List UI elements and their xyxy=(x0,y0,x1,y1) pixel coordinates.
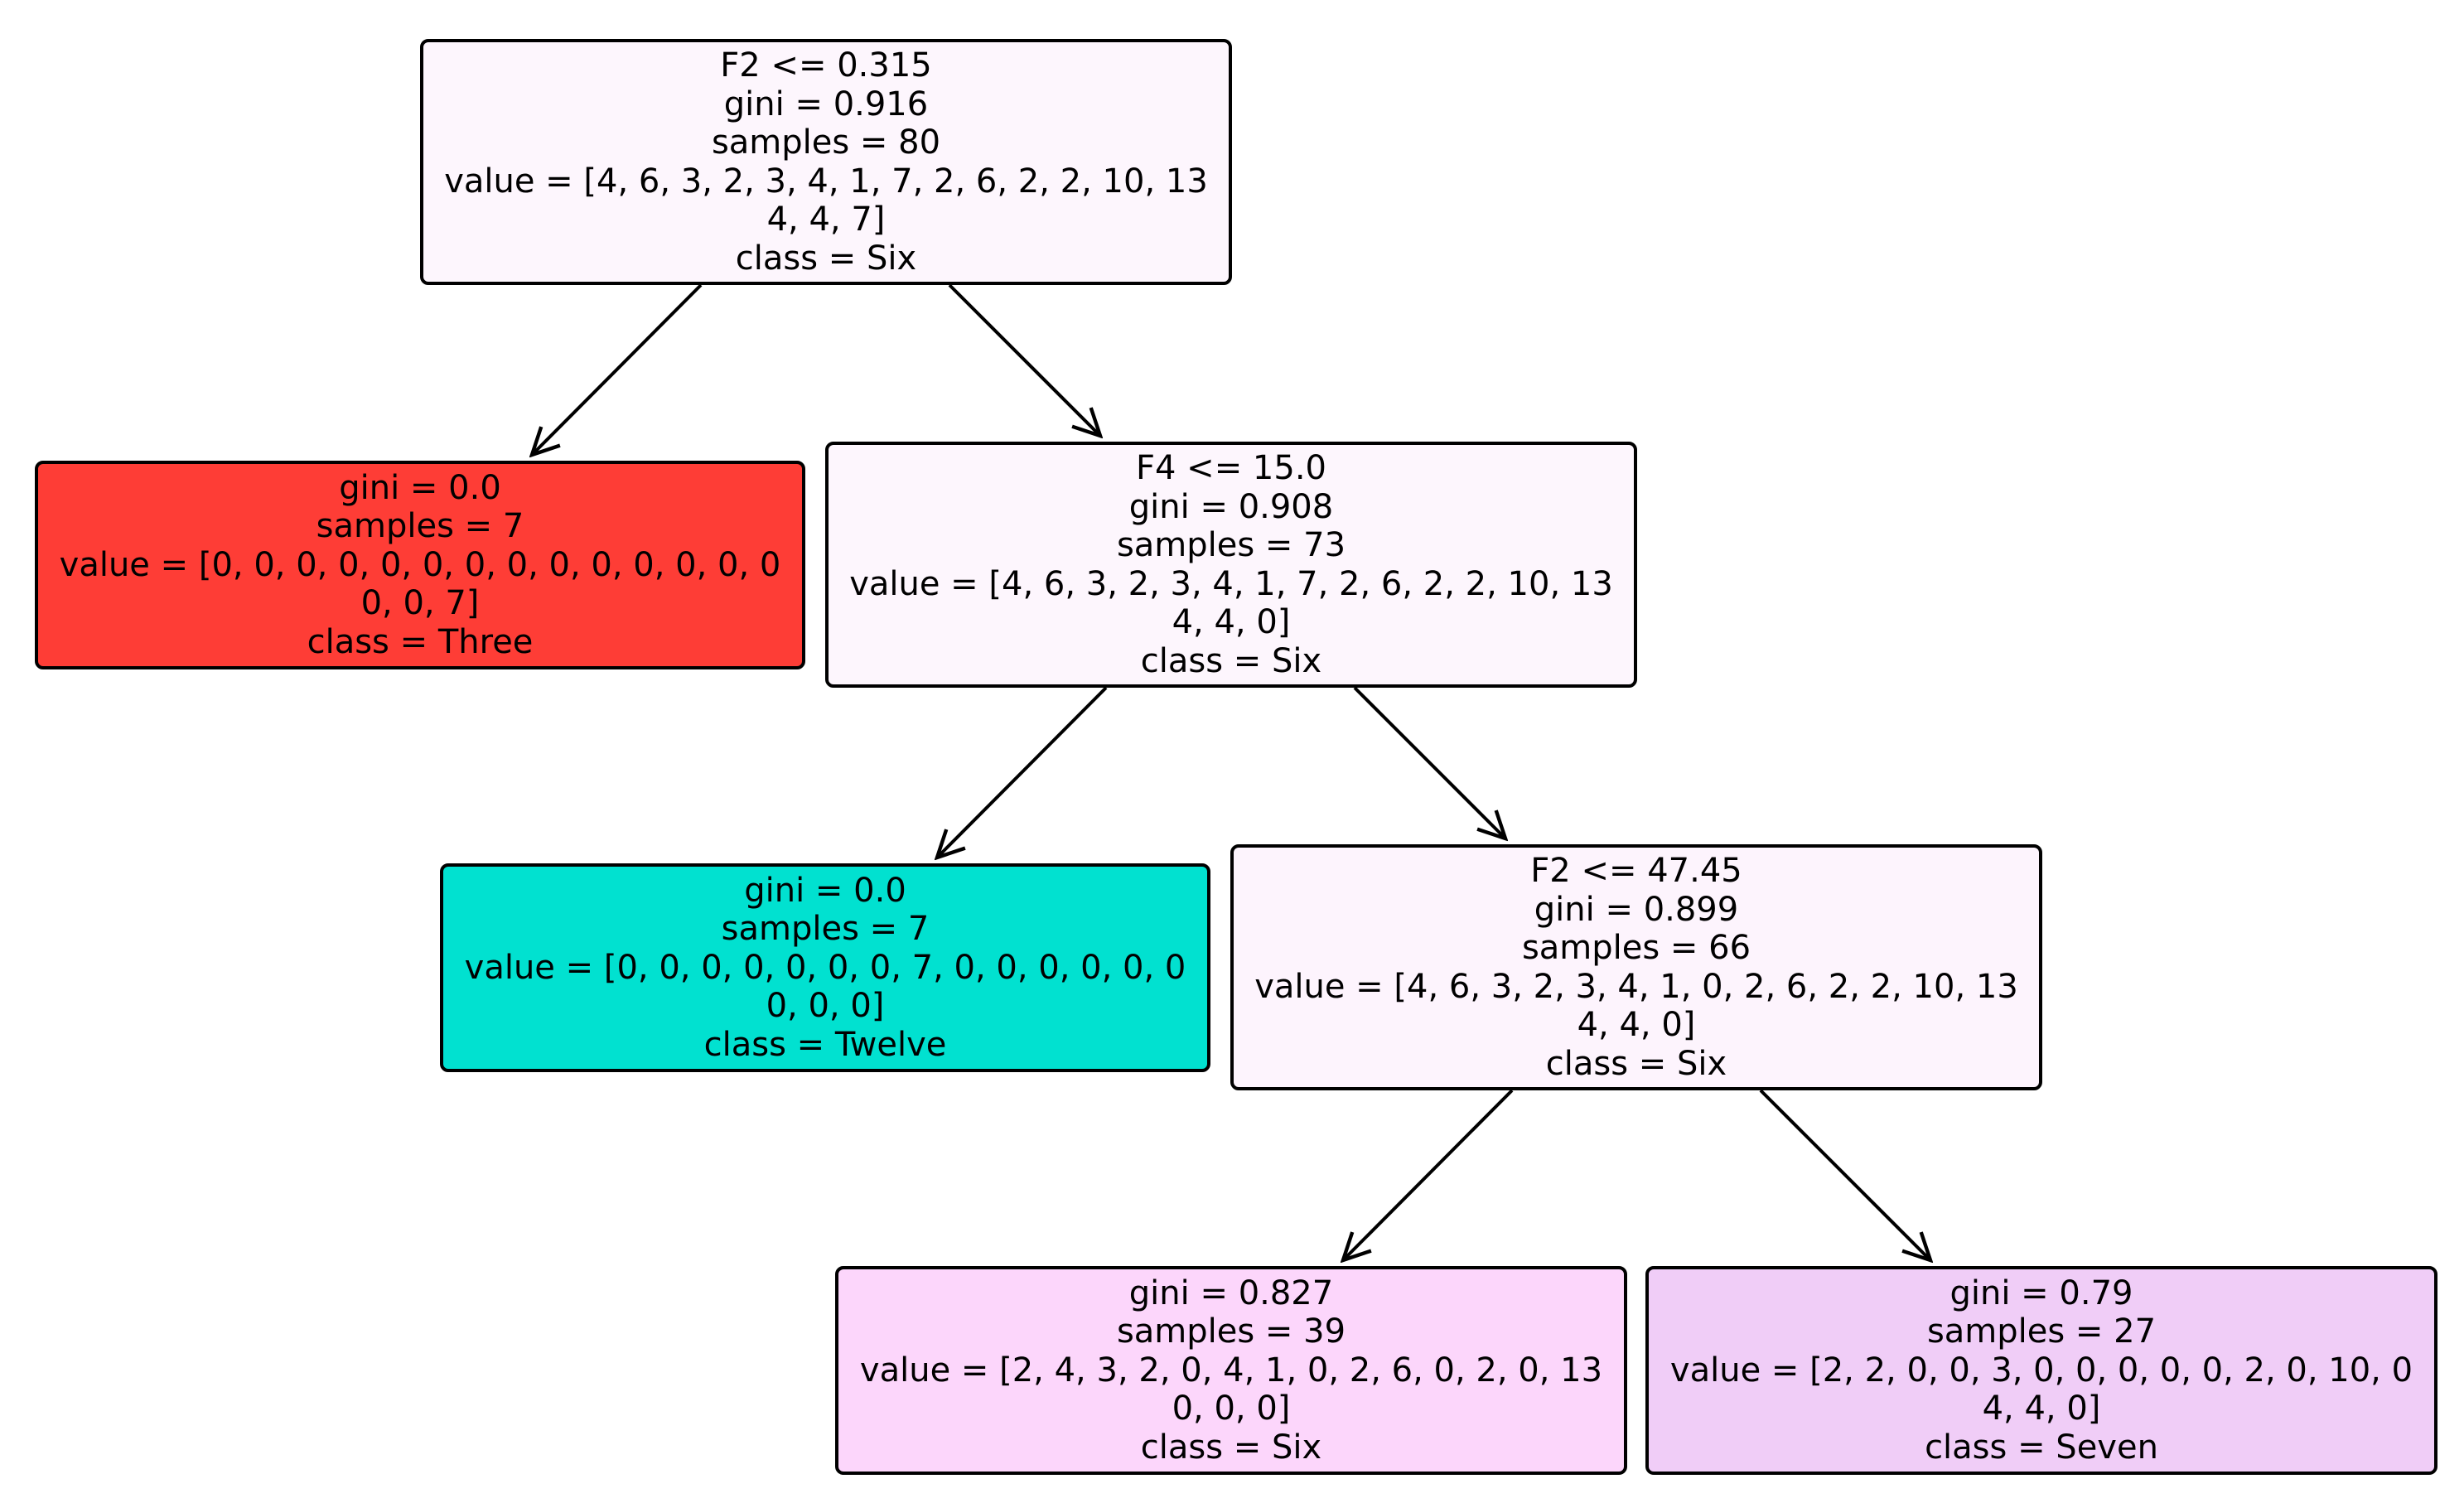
tree-node-leaf-three: gini = 0.0 samples = 7 value = [0, 0, 0,… xyxy=(35,461,805,669)
node-samples: samples = 7 xyxy=(316,507,524,546)
node-samples: samples = 7 xyxy=(721,910,930,949)
node-value-continued: 4, 4, 0] xyxy=(1172,603,1291,641)
edge-2-4 xyxy=(1353,686,1505,838)
node-samples: samples = 27 xyxy=(1926,1312,2157,1351)
tree-node-leaf-twelve: gini = 0.0 samples = 7 value = [0, 0, 0,… xyxy=(440,863,1210,1072)
node-value: value = [0, 0, 0, 0, 0, 0, 0, 0, 0, 0, 0… xyxy=(59,545,781,584)
node-value: value = [4, 6, 3, 2, 3, 4, 1, 7, 2, 6, 2… xyxy=(444,162,1208,201)
node-samples: samples = 39 xyxy=(1116,1312,1346,1351)
node-split-condition: F2 <= 0.315 xyxy=(720,46,932,85)
node-value-continued: 4, 4, 0] xyxy=(1577,1006,1696,1044)
node-value: value = [2, 2, 0, 0, 3, 0, 0, 0, 0, 0, 2… xyxy=(1669,1351,2413,1389)
node-samples: samples = 73 xyxy=(1116,526,1346,564)
edge-4-5 xyxy=(1343,1089,1514,1260)
node-samples: samples = 66 xyxy=(1521,929,1751,967)
node-gini: gini = 0.899 xyxy=(1534,890,1739,929)
node-class: class = Six xyxy=(1545,1044,1727,1083)
node-class: class = Seven xyxy=(1925,1428,2158,1467)
edge-4-6 xyxy=(1759,1089,1930,1260)
node-class: class = Six xyxy=(735,239,917,278)
node-split-condition: F2 <= 47.45 xyxy=(1530,852,1742,890)
node-value: value = [4, 6, 3, 2, 3, 4, 1, 0, 2, 6, 2… xyxy=(1254,967,2018,1006)
node-value: value = [4, 6, 3, 2, 3, 4, 1, 7, 2, 6, 2… xyxy=(849,564,1613,603)
tree-node-split-f2: F2 <= 47.45 gini = 0.899 samples = 66 va… xyxy=(1230,844,2042,1090)
node-gini: gini = 0.827 xyxy=(1128,1273,1334,1312)
node-value: value = [0, 0, 0, 0, 0, 0, 0, 7, 0, 0, 0… xyxy=(464,948,1186,987)
edge-0-1 xyxy=(532,283,703,455)
node-value-continued: 0, 0, 7] xyxy=(360,584,480,623)
node-value-continued: 0, 0, 0] xyxy=(1172,1389,1291,1428)
node-value-continued: 4, 4, 7] xyxy=(766,201,886,239)
node-split-condition: F4 <= 15.0 xyxy=(1136,449,1326,487)
node-gini: gini = 0.0 xyxy=(744,871,906,910)
tree-node-root: F2 <= 0.315 gini = 0.916 samples = 80 va… xyxy=(420,39,1232,285)
node-gini: gini = 0.79 xyxy=(1949,1273,2133,1312)
node-value: value = [2, 4, 3, 2, 0, 4, 1, 0, 2, 6, 0… xyxy=(859,1351,1603,1389)
node-class: class = Three xyxy=(307,622,534,661)
node-class: class = Twelve xyxy=(703,1025,947,1064)
node-gini: gini = 0.0 xyxy=(339,468,501,507)
node-samples: samples = 80 xyxy=(711,123,941,162)
node-value-continued: 0, 0, 0] xyxy=(766,987,885,1026)
tree-node-leaf-six: gini = 0.827 samples = 39 value = [2, 4,… xyxy=(835,1266,1627,1475)
edge-2-3 xyxy=(937,686,1108,858)
edge-0-2 xyxy=(948,283,1100,436)
node-class: class = Six xyxy=(1140,641,1322,680)
tree-node-leaf-seven: gini = 0.79 samples = 27 value = [2, 2, … xyxy=(1645,1266,2437,1475)
node-gini: gini = 0.908 xyxy=(1128,487,1334,526)
node-class: class = Six xyxy=(1140,1428,1322,1467)
node-gini: gini = 0.916 xyxy=(723,85,929,123)
node-value-continued: 4, 4, 0] xyxy=(1982,1389,2101,1428)
tree-node-split-f4: F4 <= 15.0 gini = 0.908 samples = 73 val… xyxy=(825,442,1637,688)
